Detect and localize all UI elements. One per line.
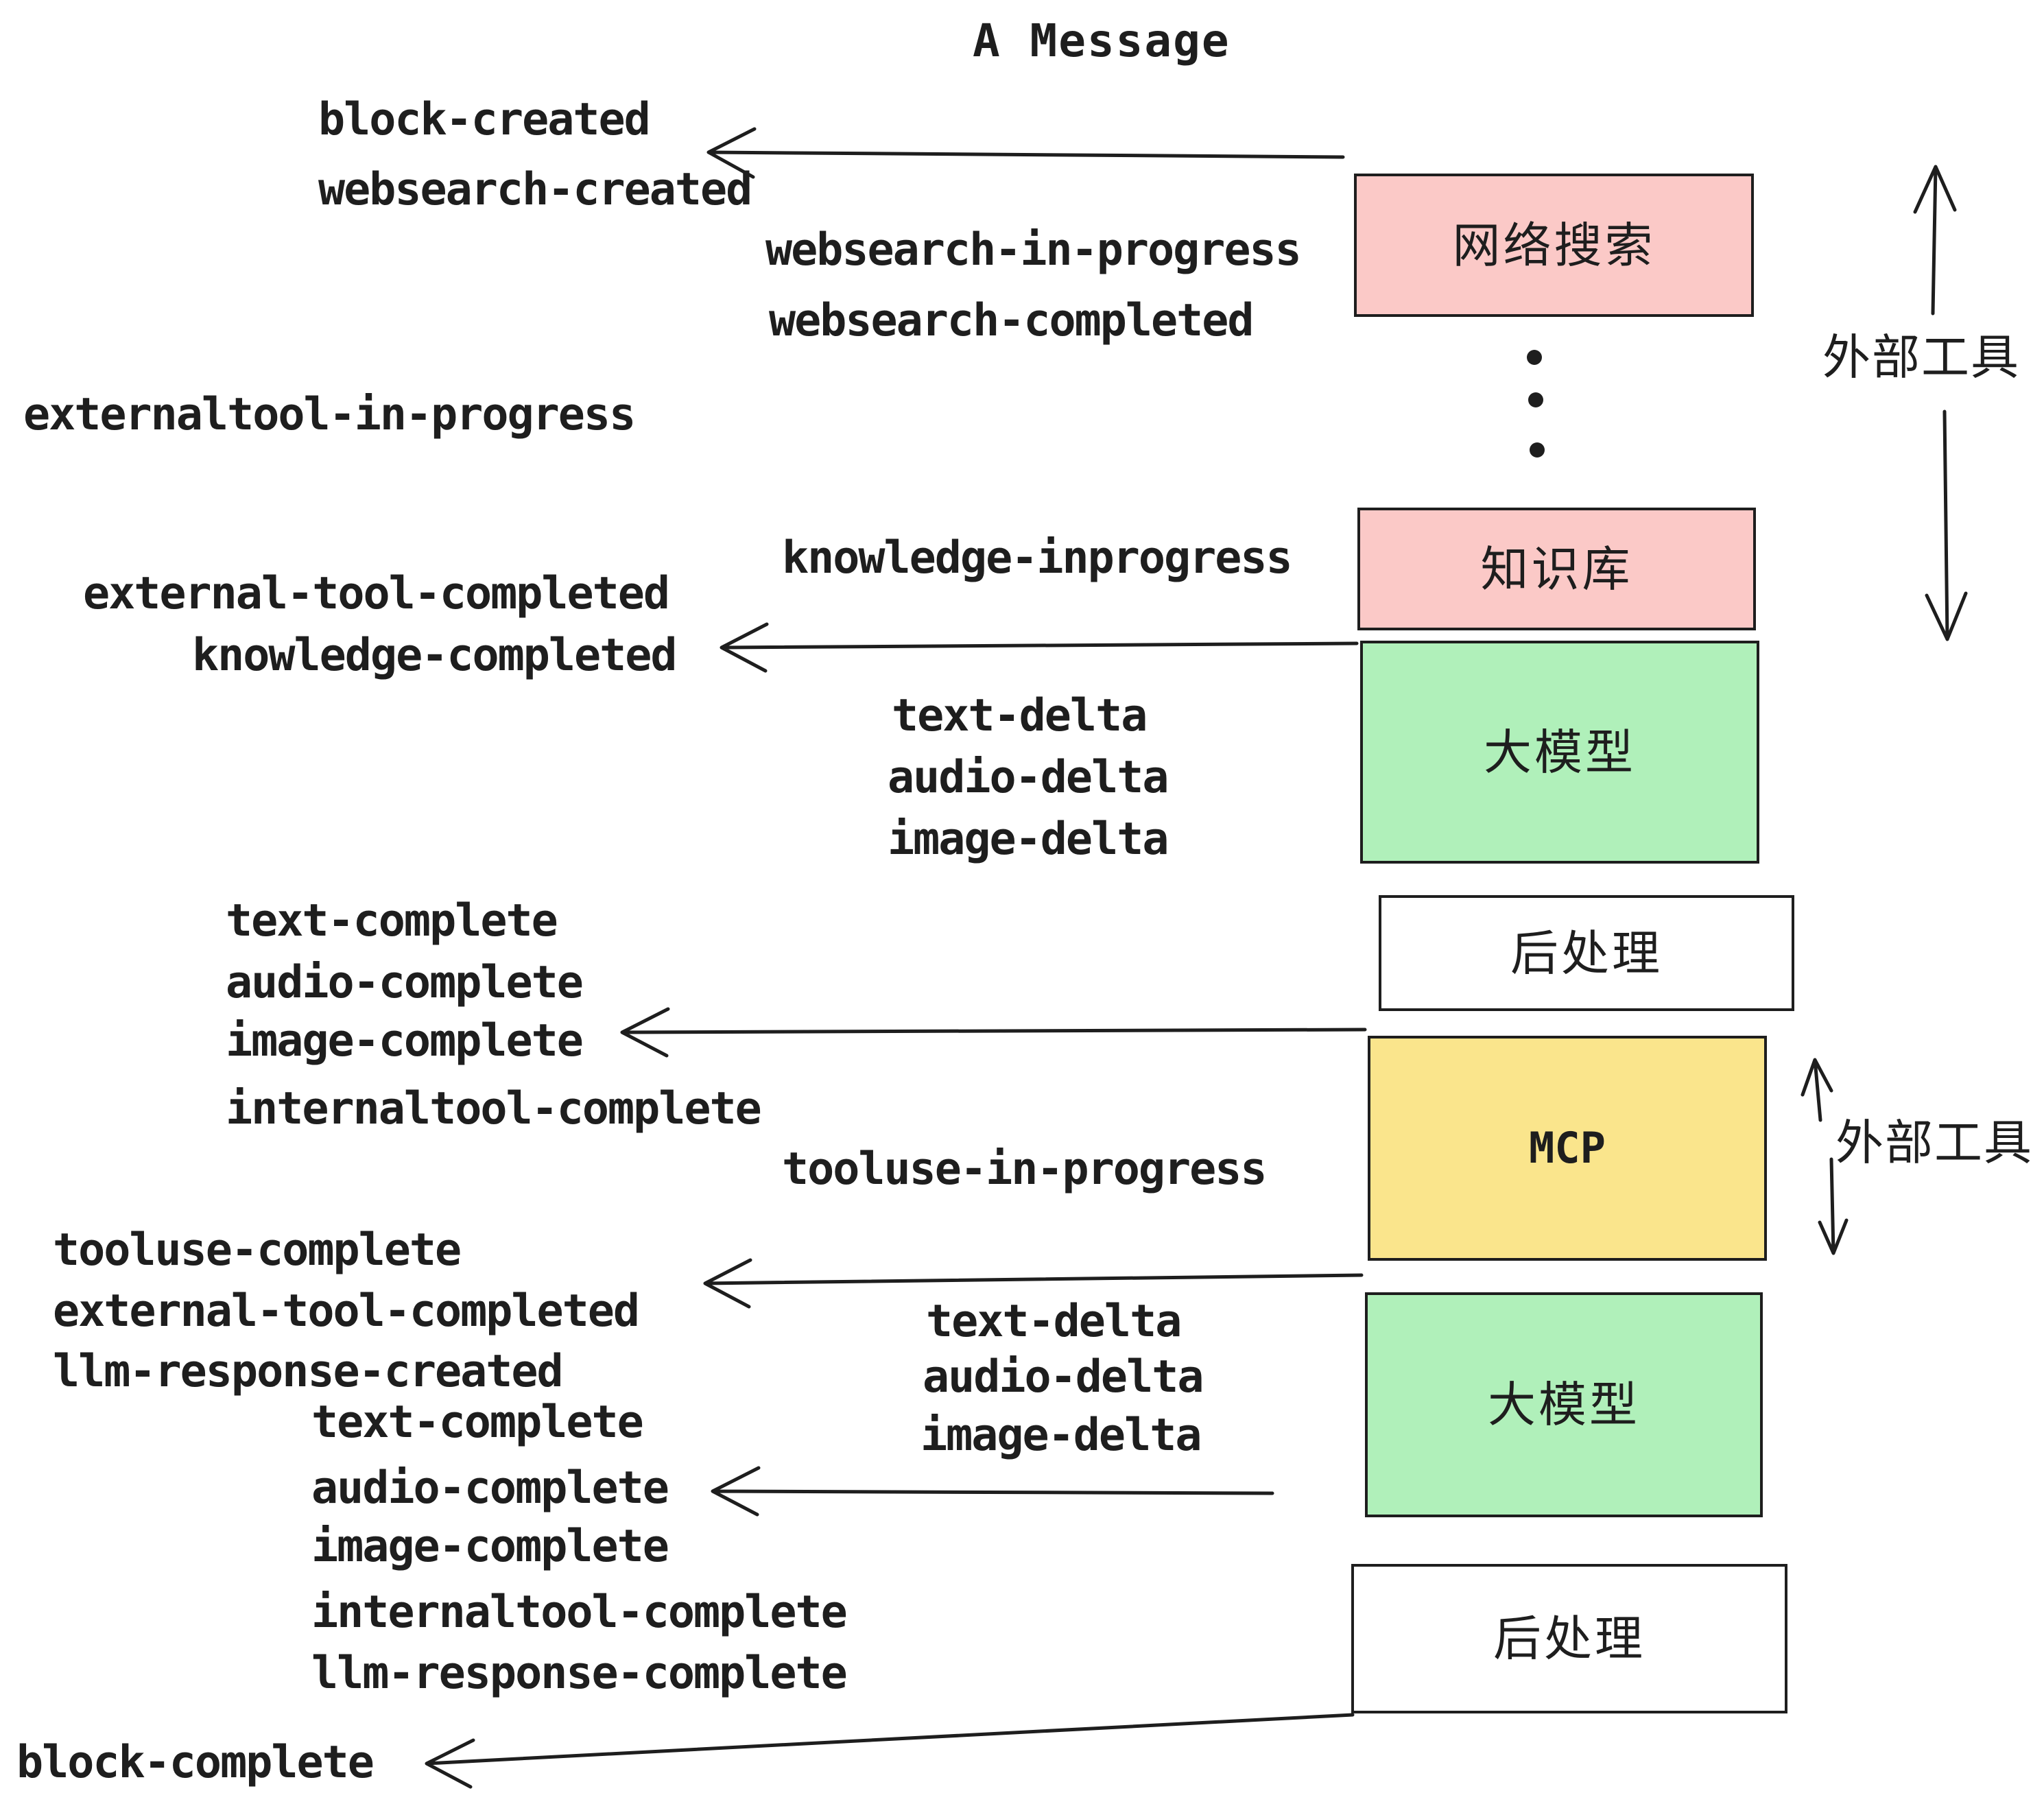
event-knowledge-inprogress: knowledge-inprogress: [782, 532, 1293, 584]
event-tooluse-in-progress: tooluse-in-progress: [782, 1143, 1268, 1195]
event-llm-response-created: llm-response-created: [53, 1346, 564, 1397]
event-websearch-created: websearch-created: [318, 164, 752, 215]
box-postprocess-1: 后处理: [1379, 895, 1794, 1011]
diagram-title: A Message: [973, 14, 1231, 67]
box-knowledge: 知识库: [1357, 508, 1756, 630]
event-knowledge-completed: knowledge-completed: [192, 630, 678, 681]
external-tools-down-arrow-top-icon: [1925, 410, 1968, 641]
event-external-tool-completed-1: external-tool-completed: [83, 568, 670, 619]
event-internaltool-complete-1: internaltool-complete: [226, 1083, 762, 1135]
event-block-created: block-created: [318, 94, 651, 145]
box-websearch-label: 网络搜索: [1452, 217, 1656, 274]
event-image-delta-1: image-delta: [888, 814, 1169, 865]
box-llm-1-label: 大模型: [1484, 724, 1636, 781]
event-externaltool-in-progress: externaltool-in-progress: [23, 389, 636, 440]
event-audio-delta-2: audio-delta: [923, 1351, 1204, 1403]
event-external-tool-completed-2: external-tool-completed: [53, 1285, 640, 1337]
box-postprocess-2-label: 后处理: [1493, 1611, 1645, 1667]
event-websearch-in-progress: websearch-in-progress: [765, 224, 1302, 276]
event-image-complete-1: image-complete: [226, 1015, 584, 1067]
event-image-complete-2: image-complete: [311, 1521, 669, 1572]
external-tools-label-bottom: 外部工具: [1835, 1115, 2033, 1171]
event-text-complete-1: text-complete: [226, 895, 558, 947]
event-audio-delta-1: audio-delta: [888, 752, 1169, 803]
event-audio-complete-1: audio-complete: [226, 957, 584, 1008]
event-internaltool-complete-2: internaltool-complete: [311, 1587, 848, 1638]
external-tools-up-arrow-bottom-icon: [1801, 1058, 1833, 1122]
event-text-complete-2: text-complete: [311, 1397, 644, 1448]
event-image-delta-2: image-delta: [920, 1410, 1202, 1461]
vertical-ellipsis-icon: [1527, 350, 1545, 458]
event-audio-complete-2: audio-complete: [311, 1462, 669, 1514]
arrow-to-websearch-created-icon: [706, 127, 1345, 179]
box-knowledge-label: 知识库: [1480, 541, 1633, 597]
box-llm-1: 大模型: [1360, 641, 1759, 864]
arrow-to-image-complete-icon: [620, 1007, 1367, 1058]
external-tools-down-arrow-bottom-icon: [1818, 1157, 1849, 1255]
box-websearch: 网络搜索: [1354, 174, 1754, 317]
box-mcp: MCP: [1368, 1036, 1767, 1261]
box-llm-2-label: 大模型: [1488, 1377, 1640, 1433]
arrow-to-block-complete-icon: [425, 1713, 1355, 1789]
box-llm-2: 大模型: [1365, 1292, 1763, 1517]
box-postprocess-1-label: 后处理: [1510, 925, 1663, 982]
event-text-delta-2: text-delta: [926, 1296, 1182, 1347]
event-tooluse-complete: tooluse-complete: [53, 1224, 462, 1276]
external-tools-up-arrow-top-icon: [1913, 165, 1957, 316]
event-block-complete: block-complete: [16, 1737, 375, 1788]
event-websearch-completed: websearch-completed: [769, 295, 1255, 346]
arrow-to-external-tool-completed-icon: [703, 1258, 1364, 1309]
box-postprocess-2: 后处理: [1351, 1564, 1787, 1713]
arrow-to-knowledge-completed-icon: [720, 622, 1359, 673]
external-tools-label-top: 外部工具: [1822, 329, 2020, 385]
box-mcp-label: MCP: [1529, 1123, 1606, 1173]
arrow-to-audio-complete-icon: [711, 1466, 1274, 1517]
event-text-delta-1: text-delta: [892, 690, 1148, 741]
event-llm-response-complete: llm-response-complete: [311, 1648, 848, 1699]
